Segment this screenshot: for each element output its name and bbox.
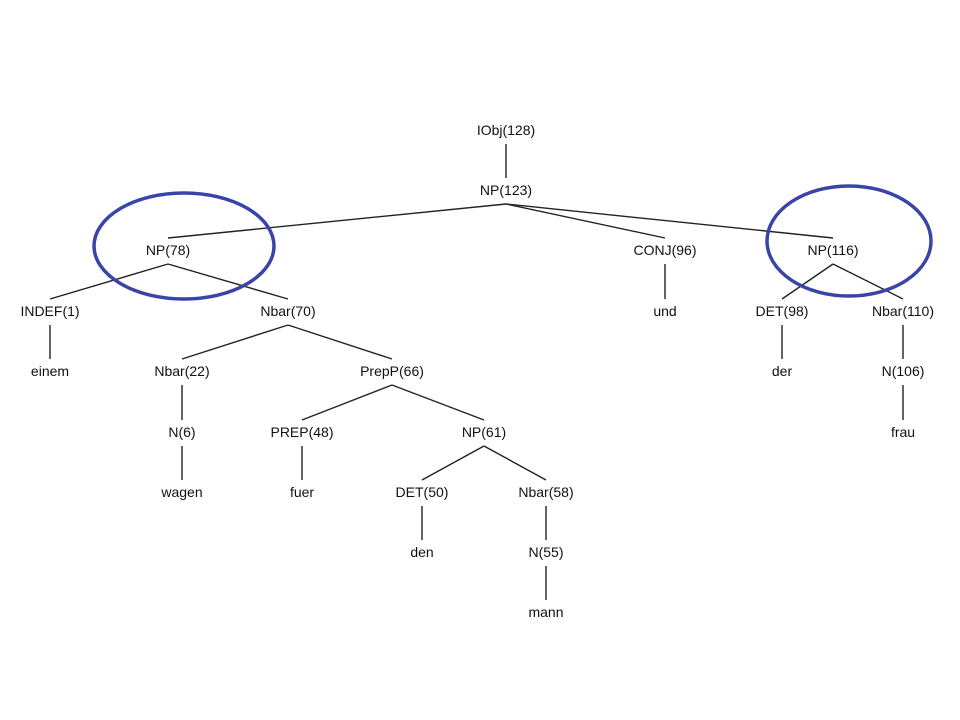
highlight-circle-np-78 (92, 191, 276, 301)
edge-n17-n21 (421, 445, 485, 481)
edge-n2-n5 (49, 263, 169, 300)
leaf-mann: mann (528, 604, 563, 620)
leaf-wagen: wagen (160, 484, 202, 500)
edge-n1-n3 (505, 203, 666, 239)
node-det-50: DET(50) (396, 484, 449, 500)
node-nbar-22: Nbar(22) (154, 363, 209, 379)
highlight-circle-np-116 (765, 184, 933, 298)
node-conj-96: CONJ(96) (633, 242, 696, 258)
node-n-55: N(55) (528, 544, 563, 560)
node-np-123: NP(123) (480, 182, 532, 198)
node-np-116: NP(116) (807, 242, 858, 258)
edge-n4-n8 (781, 263, 834, 300)
node-nbar-110: Nbar(110) (872, 303, 934, 319)
edge-n12-n16 (301, 384, 393, 421)
node-prep-48: PREP(48) (270, 424, 333, 440)
edge-n1-n2 (167, 203, 507, 239)
edge-n2-n6 (167, 263, 289, 300)
edge-n17-n22 (483, 445, 547, 481)
node-prepp-66: PrepP(66) (360, 363, 424, 379)
leaf-den: den (410, 544, 433, 560)
edge-n4-n9 (832, 263, 904, 300)
node-n-106: N(106) (882, 363, 925, 379)
highlight-circles (92, 184, 933, 301)
leaf-und: und (653, 303, 676, 319)
node-indef-1: INDEF(1) (20, 303, 79, 319)
node-nbar-70: Nbar(70) (260, 303, 315, 319)
node-n-6: N(6) (168, 424, 195, 440)
edge-n6-n12 (287, 324, 393, 360)
edge-n6-n11 (181, 324, 289, 360)
leaf-frau: frau (891, 424, 915, 440)
node-nbar-58: Nbar(58) (518, 484, 573, 500)
tree-node-labels: IObj(128) NP(123) NP(78) CONJ(96) NP(116… (20, 122, 934, 620)
node-det-98: DET(98) (756, 303, 809, 319)
leaf-der: der (772, 363, 793, 379)
node-iobj-128: IObj(128) (477, 122, 535, 138)
node-np-61: NP(61) (462, 424, 506, 440)
leaf-fuer: fuer (290, 484, 314, 500)
leaf-einem: einem (31, 363, 69, 379)
tree-edges (49, 144, 904, 600)
edge-n12-n17 (391, 384, 485, 421)
edge-n1-n4 (505, 203, 834, 239)
node-np-78: NP(78) (146, 242, 190, 258)
